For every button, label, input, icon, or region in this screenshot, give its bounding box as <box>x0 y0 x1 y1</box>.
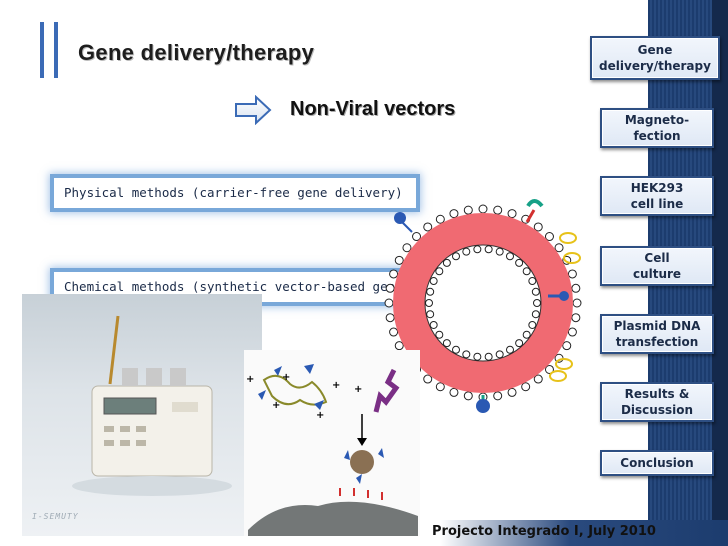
lipid-head-inner <box>506 252 514 261</box>
lipid-head-outer <box>544 364 554 374</box>
lipid-head-outer <box>567 269 577 279</box>
svg-text:+: + <box>272 400 280 411</box>
svg-text:+: + <box>354 384 362 395</box>
lipid-head-outer <box>423 222 433 232</box>
title-accent-bar-right <box>54 22 58 78</box>
right-arrow-icon <box>235 95 272 125</box>
lipid-head-outer <box>544 232 554 242</box>
lipid-head-outer <box>571 283 581 293</box>
lipid-head-outer <box>478 204 488 214</box>
footer-decorative-band <box>440 520 728 546</box>
lipid-head-outer <box>394 255 404 265</box>
nav-label: Results &Discussion <box>620 387 694 417</box>
lipid-head-outer <box>571 313 581 323</box>
lipid-head-inner <box>462 247 471 256</box>
lipid-head-inner <box>531 287 540 296</box>
lipid-head-outer <box>533 374 543 384</box>
physical-methods-box[interactable]: Physical methods (carrier-free gene deli… <box>54 178 416 208</box>
lipid-head-outer <box>572 298 582 308</box>
lipid-head-inner <box>442 339 451 348</box>
title-accent-bar-left <box>40 22 44 78</box>
lipid-head-outer <box>463 391 473 401</box>
lipid-head-outer <box>567 327 577 337</box>
lipid-head-inner <box>435 267 444 276</box>
svg-text:+: + <box>246 374 254 385</box>
lipid-head-outer <box>389 327 399 337</box>
svg-text:+: + <box>332 380 340 391</box>
lipid-head-outer <box>449 209 459 219</box>
lipid-head-outer <box>412 232 422 242</box>
lipid-head-inner <box>442 258 451 267</box>
lipid-head-outer <box>384 298 394 308</box>
lipid-head-inner <box>506 345 514 354</box>
lipid-head-inner <box>452 345 460 354</box>
lipid-head-inner <box>473 352 482 361</box>
liposome-diagram <box>384 199 582 413</box>
lipid-head-inner <box>522 267 531 276</box>
lipid-head-inner <box>462 350 471 359</box>
lipid-head-inner <box>429 277 438 286</box>
lipid-head-outer <box>493 205 503 215</box>
lipid-head-outer <box>562 341 572 351</box>
lipid-head-outer <box>449 387 459 397</box>
lipid-head-outer <box>389 269 399 279</box>
lipid-head-inner <box>425 299 433 307</box>
lipid-head-inner <box>426 310 435 319</box>
lipid-head-inner <box>435 330 444 339</box>
lipid-head-inner <box>515 339 524 348</box>
nav-magnetofection[interactable]: Magneto-fection <box>600 108 714 148</box>
electroporation-device-photo <box>22 294 262 536</box>
cell-transfection-diagram: + + + + + + <box>244 350 420 536</box>
lipid-head-outer <box>463 205 473 215</box>
lipid-head-inner <box>495 247 504 256</box>
lipid-head-outer <box>423 374 433 384</box>
lipid-head-outer <box>402 243 412 253</box>
lipid-head-outer <box>493 391 503 401</box>
lipid-head-outer <box>554 243 564 253</box>
nav-conclusion[interactable]: Conclusion <box>600 450 714 476</box>
slide-subtitle: Non-Viral vectors <box>290 98 456 120</box>
lipid-head-outer <box>533 222 543 232</box>
nav-results-discussion[interactable]: Results &Discussion <box>600 382 714 422</box>
lipid-head-inner <box>429 320 438 329</box>
nav-label: Magneto-fection <box>624 113 690 143</box>
lipid-head-outer <box>394 341 404 351</box>
svg-text:+: + <box>316 410 324 421</box>
svg-text:+: + <box>282 372 290 383</box>
lipid-head-inner <box>522 330 531 339</box>
lipid-head-inner <box>531 310 540 319</box>
right-decorative-band-edge <box>712 0 728 546</box>
lipid-head-inner <box>473 245 482 254</box>
nav-label: Conclusion <box>620 456 694 470</box>
lipid-head-inner <box>452 252 460 261</box>
lipid-head-outer <box>385 313 395 323</box>
lipid-head-inner <box>528 277 537 286</box>
lipid-head-outer <box>507 209 517 219</box>
footer-text: Projecto Integrado I, July 2010 <box>432 524 656 539</box>
lipid-head-inner <box>533 299 541 307</box>
lipid-head-inner <box>528 320 537 329</box>
lipid-head-outer <box>385 283 395 293</box>
device-caption: I-SEMUTY <box>32 512 79 521</box>
lipid-head-inner <box>515 258 524 267</box>
lipid-head-outer <box>521 382 531 392</box>
lipid-head-outer <box>435 382 445 392</box>
lipid-head-outer <box>507 387 517 397</box>
lipid-head-inner <box>484 245 493 254</box>
lipid-head-inner <box>426 287 435 296</box>
slide-title: Gene delivery/therapy <box>78 40 315 65</box>
lipid-head-inner <box>495 350 504 359</box>
lipid-head-outer <box>435 214 445 224</box>
lipid-head-inner <box>484 352 493 361</box>
